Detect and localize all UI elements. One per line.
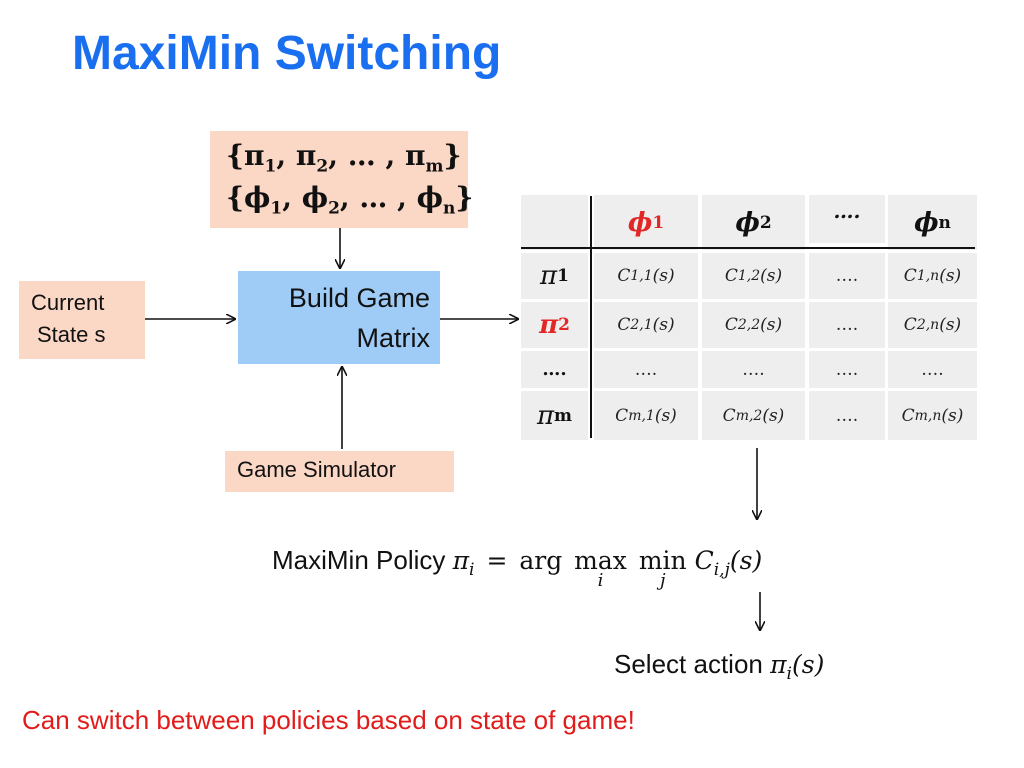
maximin-policy: MaxiMin Policy πi = arg max i min j Ci,j…	[272, 545, 763, 591]
policy-set-phi: {ϕ1, ϕ2, … , ϕn}	[226, 181, 474, 219]
matrix-cell: ….	[702, 351, 805, 388]
page-title: MaxiMin Switching	[72, 27, 502, 80]
current-state-box: Current State s	[19, 281, 145, 359]
select-action-label: Select action	[614, 649, 763, 679]
matrix-col-header: ….	[809, 195, 885, 243]
build-game-label-1: Build Game	[288, 283, 430, 313]
build-game-matrix-box: Build Game Matrix	[238, 271, 440, 364]
select-action-formula: πi(s)	[770, 650, 825, 684]
matrix-cell: ….	[594, 351, 698, 388]
matrix-row-header: ….	[521, 351, 588, 388]
select-action: Select action πi(s)	[614, 649, 824, 684]
matrix-cell: ….	[809, 391, 885, 440]
game-simulator-box: Game Simulator	[225, 451, 454, 492]
maximin-policy-label: MaxiMin Policy	[272, 545, 446, 575]
game-simulator-label: Game Simulator	[237, 457, 396, 482]
policy-set-pi: {π1, π2, … , πm}	[226, 139, 462, 177]
matrix-cell: ….	[809, 253, 885, 299]
matrix-cell: ….	[888, 351, 977, 388]
matrix-corner	[521, 195, 588, 250]
current-state-label-1: Current	[31, 290, 105, 315]
matrix-cell: ….	[809, 302, 885, 348]
maximin-formula: πi = arg max i min j Ci,j(s)	[452, 546, 763, 591]
footer-note: Can switch between policies based on sta…	[22, 705, 635, 735]
current-state-label-2: State s	[37, 322, 106, 347]
build-game-label-2: Matrix	[356, 323, 431, 353]
policy-set-box: {π1, π2, … , πm} {ϕ1, ϕ2, … , ϕn}	[210, 131, 473, 228]
matrix-cell: ….	[809, 351, 885, 388]
